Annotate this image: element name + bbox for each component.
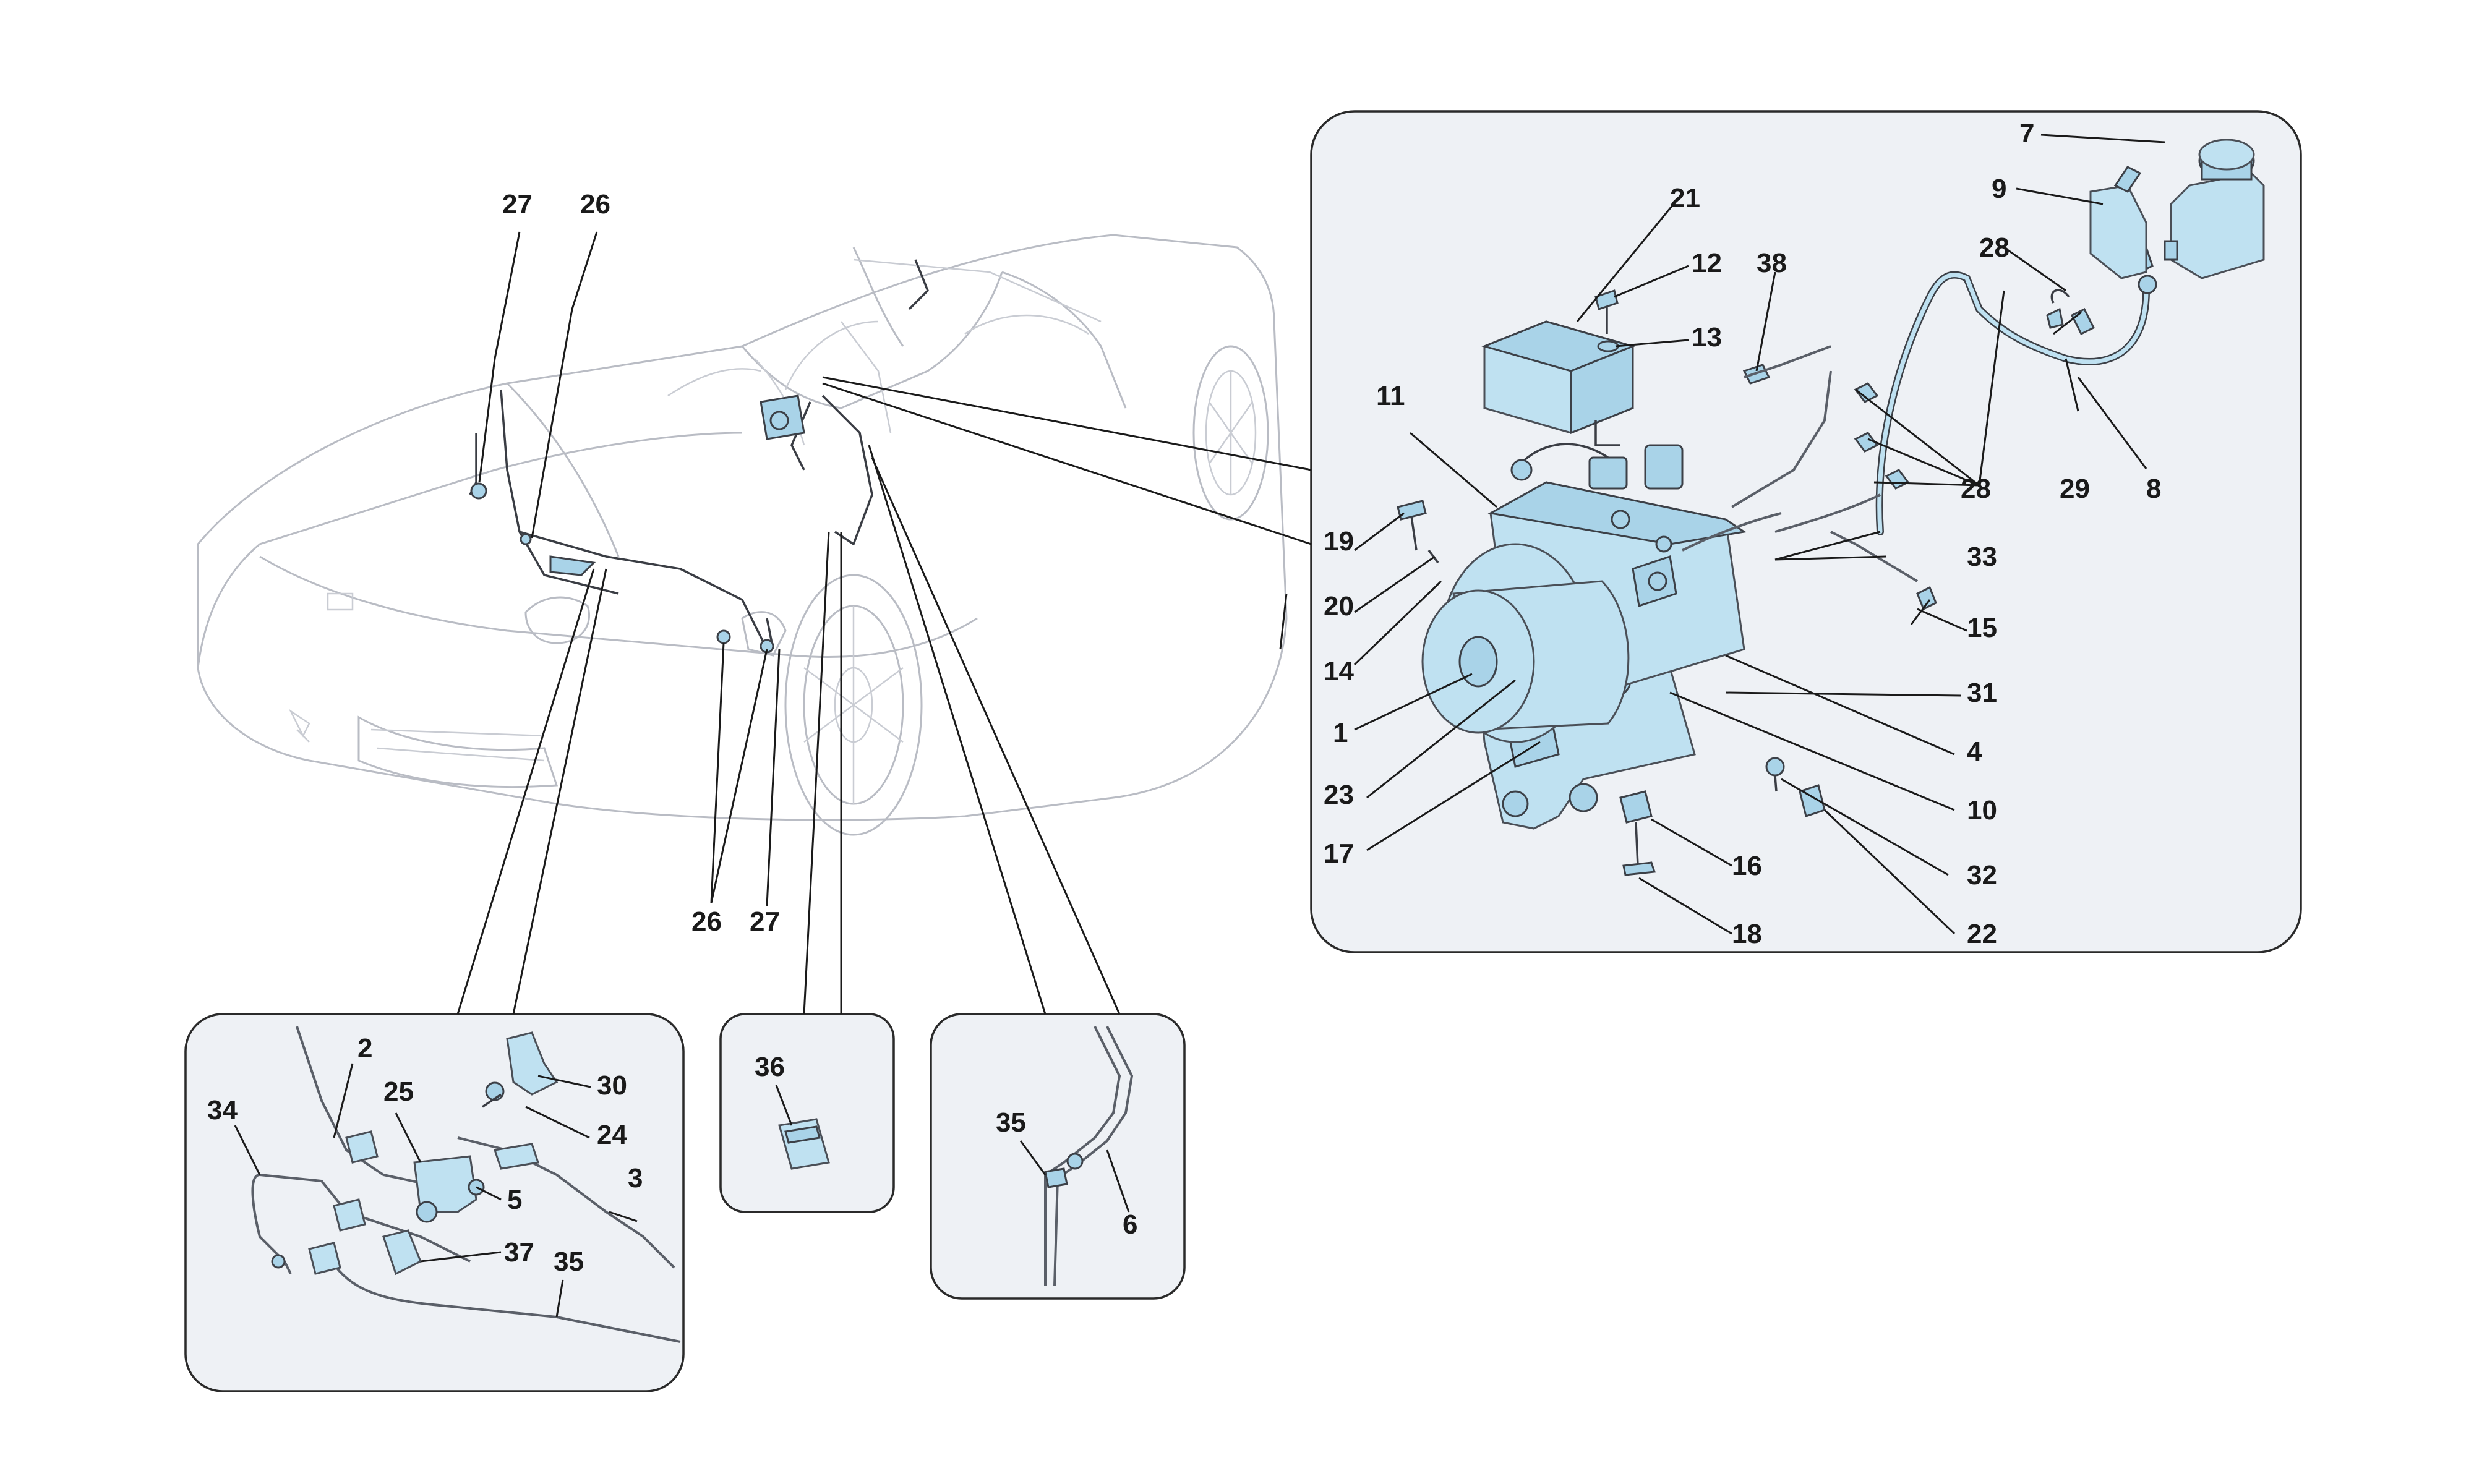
callout-14: 14 xyxy=(1324,656,1354,686)
reservoir xyxy=(2089,139,2265,279)
callout-26-top: 26 xyxy=(580,189,610,220)
callout-27-top: 27 xyxy=(502,189,533,220)
callout-10: 10 xyxy=(1967,795,1997,825)
inset-leaders xyxy=(456,376,1312,1015)
mid-inset-parts xyxy=(778,1118,830,1170)
callout-38: 38 xyxy=(1757,248,1787,278)
pump-assembly xyxy=(1421,443,1747,830)
callout-23: 23 xyxy=(1324,780,1354,810)
callout-36: 36 xyxy=(755,1052,785,1082)
callout-20: 20 xyxy=(1324,591,1354,621)
callout-11: 11 xyxy=(1376,381,1405,411)
callout-7: 7 xyxy=(2019,118,2034,148)
accumulator-block xyxy=(1481,320,1636,446)
callout-33: 33 xyxy=(1967,542,1997,572)
callout-24: 24 xyxy=(597,1120,627,1150)
callout-16: 16 xyxy=(1732,851,1762,881)
callout-3: 3 xyxy=(628,1163,643,1193)
callout-30: 30 xyxy=(597,1070,627,1101)
inset-frame-main xyxy=(1310,110,2302,953)
callout-5: 5 xyxy=(507,1185,522,1215)
callout-6: 6 xyxy=(1123,1209,1137,1240)
left-inset-parts xyxy=(251,1026,681,1343)
callout-35-left: 35 xyxy=(554,1247,584,1277)
car-harness xyxy=(469,259,930,654)
callout-19: 19 xyxy=(1324,526,1354,556)
callout-leaders xyxy=(234,134,2165,1318)
callout-4: 4 xyxy=(1967,736,1982,767)
car-outline xyxy=(197,234,1288,836)
callout-32: 32 xyxy=(1967,860,1997,890)
callout-18: 18 xyxy=(1732,919,1762,949)
callout-1: 1 xyxy=(1333,718,1348,748)
callout-28-mid: 28 xyxy=(1961,474,1991,504)
inset-frame-right xyxy=(930,1013,1186,1300)
callout-17: 17 xyxy=(1324,838,1354,869)
callout-34: 34 xyxy=(207,1095,238,1125)
callout-35-right: 35 xyxy=(996,1107,1026,1138)
callout-8: 8 xyxy=(2146,474,2161,504)
callout-28-top: 28 xyxy=(1979,232,2010,263)
callout-31: 31 xyxy=(1967,678,1997,708)
callout-21: 21 xyxy=(1670,183,1700,213)
callout-37: 37 xyxy=(504,1237,534,1268)
hose xyxy=(1682,271,2157,582)
callout-22: 22 xyxy=(1967,919,1997,949)
callout-labels: 27 26 26 27 21 12 13 38 11 19 20 14 1 23… xyxy=(207,118,2161,1277)
callout-25: 25 xyxy=(383,1077,414,1107)
inset-frame-mid xyxy=(719,1013,895,1213)
callout-29: 29 xyxy=(2060,474,2090,504)
callout-27-bottom: 27 xyxy=(750,906,780,937)
callout-2: 2 xyxy=(357,1033,372,1064)
callout-13: 13 xyxy=(1692,322,1722,352)
callout-12: 12 xyxy=(1692,248,1722,278)
callout-26-bottom: 26 xyxy=(691,906,722,937)
callout-9: 9 xyxy=(1992,174,2006,204)
callout-15: 15 xyxy=(1967,613,1997,643)
